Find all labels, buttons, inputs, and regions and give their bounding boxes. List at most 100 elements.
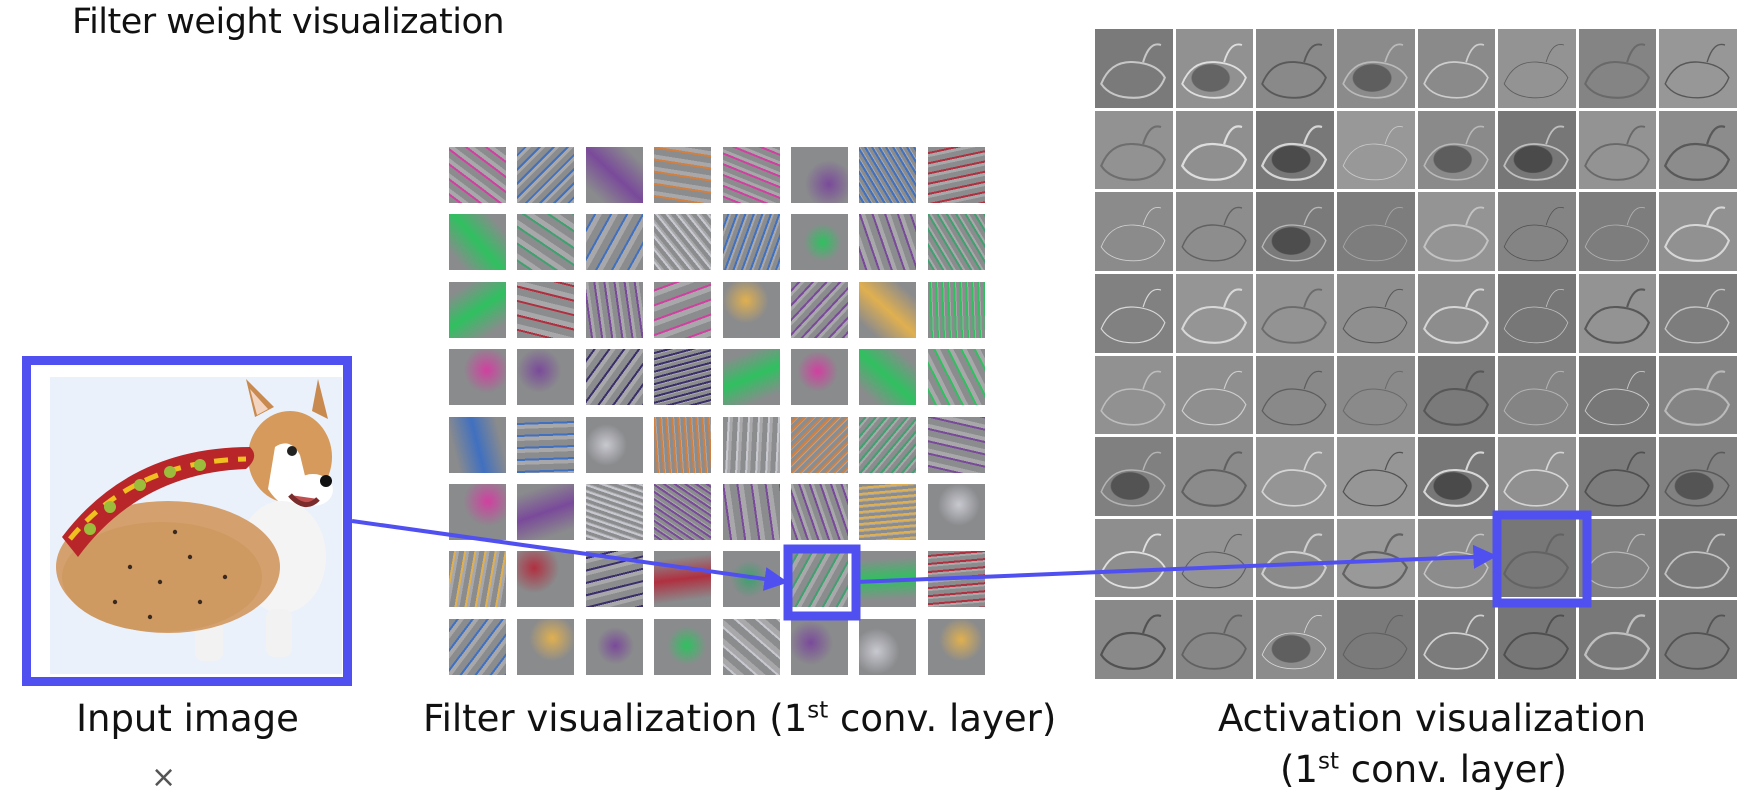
caption-activation-text-end: conv. layer) [1339,748,1567,791]
caption-filter-superscript: st [807,697,829,724]
activation-edge-map [1503,288,1569,344]
activation-cell [1417,110,1496,190]
filter-cell [585,483,643,540]
activation-edge-map [1584,207,1650,262]
filter-cell [449,416,506,473]
activation-cell [1175,437,1254,516]
activation-edge-map [1261,533,1328,589]
activation-edge-map [1342,125,1408,180]
activation-edge-map [1100,451,1166,507]
activation-edge-map [1342,207,1408,262]
activation-cell [1095,518,1173,598]
activation-edge-map [1664,288,1731,344]
activation-cell [1256,110,1334,190]
activation-cell [1498,437,1576,516]
input-image-frame [22,356,352,686]
filter-cell [790,147,848,203]
filter-cell [927,281,985,338]
connector-filter-to-activation [855,544,1498,584]
filter-cell [585,349,643,406]
activation-edge-map [1583,43,1650,99]
activation-cell [1095,273,1173,353]
filter-cell [927,618,985,675]
activation-cell [1175,518,1254,598]
activation-edge-map [1422,451,1489,507]
filter-cell [790,483,848,540]
filter-cell [722,281,780,338]
activation-edge-map [1422,614,1489,671]
activation-edge-map [1664,451,1731,507]
activation-cell [1659,518,1737,598]
activation-edge-map [1180,43,1247,99]
activation-edge-map [1503,370,1569,425]
activation-edge-map [1422,206,1489,263]
activation-edge-map [1422,125,1489,181]
caption-activation-line1: Activation visualization [1218,697,1647,740]
filter-cell [927,147,985,203]
activation-cell [1578,600,1657,679]
activation-cell [1256,29,1334,108]
activation-cell [1336,355,1415,435]
filter-cell [790,281,848,338]
filter-cell [927,214,985,271]
activation-edge-map [1422,369,1489,426]
filter-cell [449,551,506,608]
activation-cell [1417,437,1496,516]
activation-cell [1498,273,1576,353]
filter-cell [790,349,848,406]
activation-edge-map [1664,533,1731,589]
connector-input-to-filter [351,519,789,591]
filter-visualization-grid [449,147,991,680]
activation-cell [1417,29,1496,108]
activation-cell [1336,110,1415,190]
filter-cell [585,618,643,675]
filter-cell [654,349,712,406]
activation-cell [1336,192,1415,271]
activation-edge-map [1422,288,1489,344]
filter-cell [654,416,712,473]
activation-edge-map [1180,614,1247,671]
filter-cell [449,483,506,540]
activation-edge-map [1099,614,1167,671]
filter-cell [517,214,575,271]
activation-cell [1175,192,1254,271]
filter-cell [654,147,712,203]
activation-edge-map [1261,124,1328,181]
filter-cell [927,416,985,473]
filter-cell [859,147,917,203]
activation-cell [1417,273,1496,353]
filter-cell [859,349,917,406]
activation-cell [1256,192,1334,271]
caption-activation-line2: (1st conv. layer) [1280,748,1567,791]
activation-edge-map [1100,533,1166,589]
activation-edge-map [1342,451,1408,507]
activation-edge-map [1100,125,1167,181]
activation-edge-map [1261,43,1328,99]
activation-edge-map [1583,614,1650,671]
caption-filter-text: Filter visualization (1 [423,697,808,740]
activation-edge-map [1261,370,1327,425]
filter-cell [859,416,917,473]
filter-cell [790,618,848,675]
activation-cell [1256,273,1334,353]
filter-cell [449,147,506,203]
activation-cell [1095,355,1173,435]
filter-cell [517,416,575,473]
activation-edge-map [1261,615,1327,670]
filter-cell [790,214,848,271]
activation-edge-map [1341,533,1408,589]
activation-edge-map [1181,370,1247,425]
activation-edge-map [1261,288,1328,344]
activation-cell [1578,518,1657,598]
caption-activation-superscript: st [1317,748,1339,775]
activation-edge-map [1342,288,1408,344]
activation-cell [1498,518,1576,598]
activation-cell [1095,600,1173,679]
filter-cell [722,618,780,675]
activation-cell [1417,192,1496,271]
activation-cell [1659,192,1737,271]
activation-edge-map [1261,207,1327,262]
filter-cell [859,214,917,271]
activation-edge-map [1180,288,1247,344]
